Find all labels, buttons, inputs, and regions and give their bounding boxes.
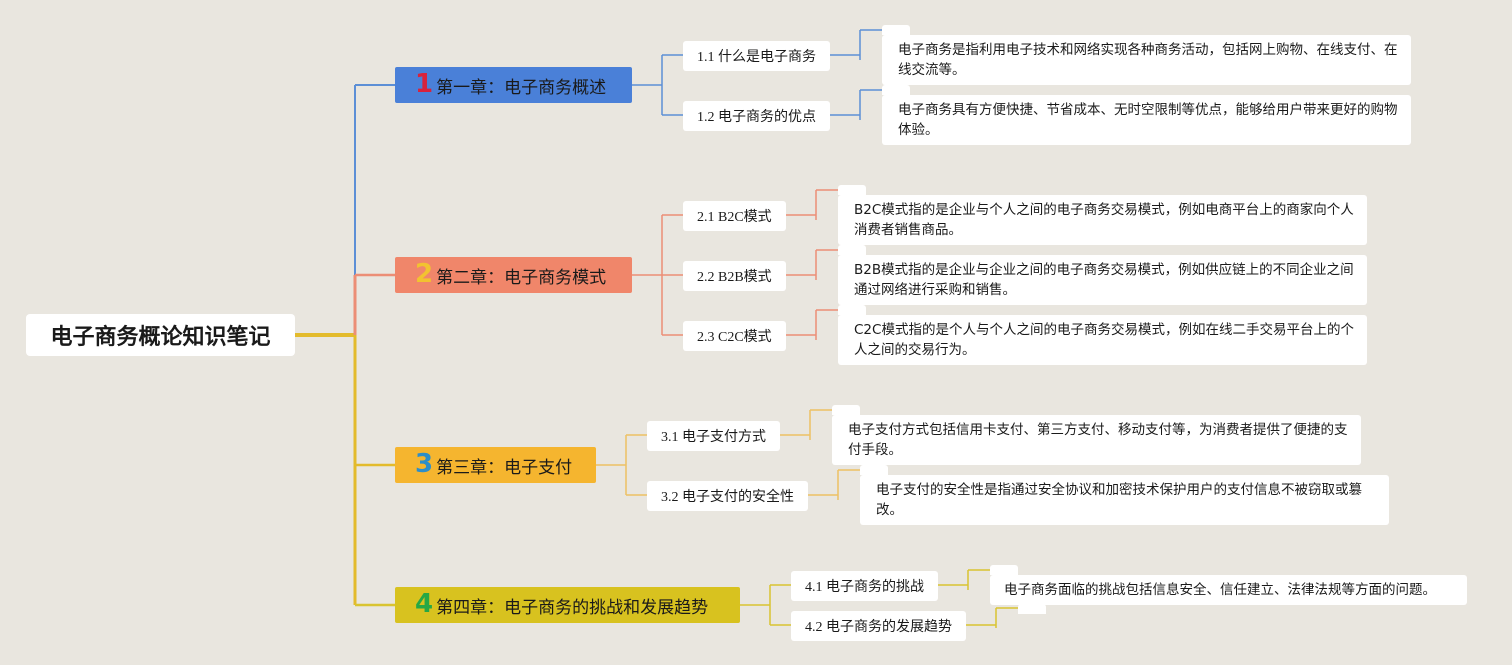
note-2-3-tab — [838, 305, 866, 315]
note-1-2[interactable]: 电子商务具有方便快捷、节省成本、无时空限制等优点，能够给用户带来更好的购物体验。 — [882, 95, 1411, 145]
section-2-1-label: 2.1 B2C模式 — [697, 210, 772, 225]
section-2-2-label: 2.2 B2B模式 — [697, 270, 772, 285]
chapter-3-title: 第三章：电子支付 — [436, 457, 573, 478]
section-3-1-label: 3.1 电子支付方式 — [661, 430, 766, 445]
note-4-1[interactable]: 电子商务面临的挑战包括信息安全、信任建立、法律法规等方面的问题。 — [990, 575, 1467, 605]
note-3-1-tab — [832, 405, 860, 415]
section-4-2-label: 4.2 电子商务的发展趋势 — [805, 620, 952, 635]
note-2-2-tab — [838, 245, 866, 255]
note-2-1[interactable]: B2C模式指的是企业与个人之间的电子商务交易模式，例如电商平台上的商家向个人消费… — [838, 195, 1367, 245]
section-1-1-label: 1.1 什么是电子商务 — [697, 50, 816, 65]
chapter-3-number: 3 — [415, 449, 434, 479]
note-1-1-tab — [882, 25, 910, 35]
section-4-1-label: 4.1 电子商务的挑战 — [805, 580, 924, 595]
root-topic[interactable]: 电子商务概论知识笔记 — [26, 314, 295, 356]
note-2-1-tab — [838, 185, 866, 195]
note-3-2[interactable]: 电子支付的安全性是指通过安全协议和加密技术保护用户的支付信息不被窃取或篡改。 — [860, 475, 1389, 525]
section-2-3-label: 2.3 C2C模式 — [697, 330, 772, 345]
section-2-2-topic[interactable]: 2.2 B2B模式 — [683, 261, 786, 291]
note-3-2-tab — [860, 465, 888, 475]
note-4-1-tab — [990, 565, 1018, 575]
section-3-2-topic[interactable]: 3.2 电子支付的安全性 — [647, 481, 808, 511]
section-1-2-topic[interactable]: 1.2 电子商务的优点 — [683, 101, 830, 131]
note-1-2-tab — [882, 85, 910, 95]
section-1-2-label: 1.2 电子商务的优点 — [697, 110, 816, 125]
chapter-4-topic[interactable]: 4 第四章：电子商务的挑战和发展趋势 — [395, 587, 740, 623]
chapter-2-topic[interactable]: 2 第二章：电子商务模式 — [395, 257, 632, 293]
note-4-2-tab — [1018, 604, 1046, 614]
chapter-2-title: 第二章：电子商务模式 — [436, 267, 607, 288]
section-2-1-topic[interactable]: 2.1 B2C模式 — [683, 201, 786, 231]
chapter-2-number: 2 — [415, 259, 434, 289]
note-2-3[interactable]: C2C模式指的是个人与个人之间的电子商务交易模式，例如在线二手交易平台上的个人之… — [838, 315, 1367, 365]
section-3-1-topic[interactable]: 3.1 电子支付方式 — [647, 421, 780, 451]
chapter-4-title: 第四章：电子商务的挑战和发展趋势 — [436, 597, 709, 618]
section-3-2-label: 3.2 电子支付的安全性 — [661, 490, 794, 505]
chapter-1-number: 1 — [415, 69, 434, 99]
chapter-4-number: 4 — [415, 589, 434, 619]
section-1-1-topic[interactable]: 1.1 什么是电子商务 — [683, 41, 830, 71]
chapter-1-topic[interactable]: 1 第一章：电子商务概述 — [395, 67, 632, 103]
chapter-3-topic[interactable]: 3 第三章：电子支付 — [395, 447, 596, 483]
chapter-1-title: 第一章：电子商务概述 — [436, 77, 607, 98]
note-1-1[interactable]: 电子商务是指利用电子技术和网络实现各种商务活动，包括网上购物、在线支付、在线交流… — [882, 35, 1411, 85]
note-3-1[interactable]: 电子支付方式包括信用卡支付、第三方支付、移动支付等，为消费者提供了便捷的支付手段… — [832, 415, 1361, 465]
note-2-2[interactable]: B2B模式指的是企业与企业之间的电子商务交易模式，例如供应链上的不同企业之间通过… — [838, 255, 1367, 305]
section-4-1-topic[interactable]: 4.1 电子商务的挑战 — [791, 571, 938, 601]
section-4-2-topic[interactable]: 4.2 电子商务的发展趋势 — [791, 611, 966, 641]
section-2-3-topic[interactable]: 2.3 C2C模式 — [683, 321, 786, 351]
